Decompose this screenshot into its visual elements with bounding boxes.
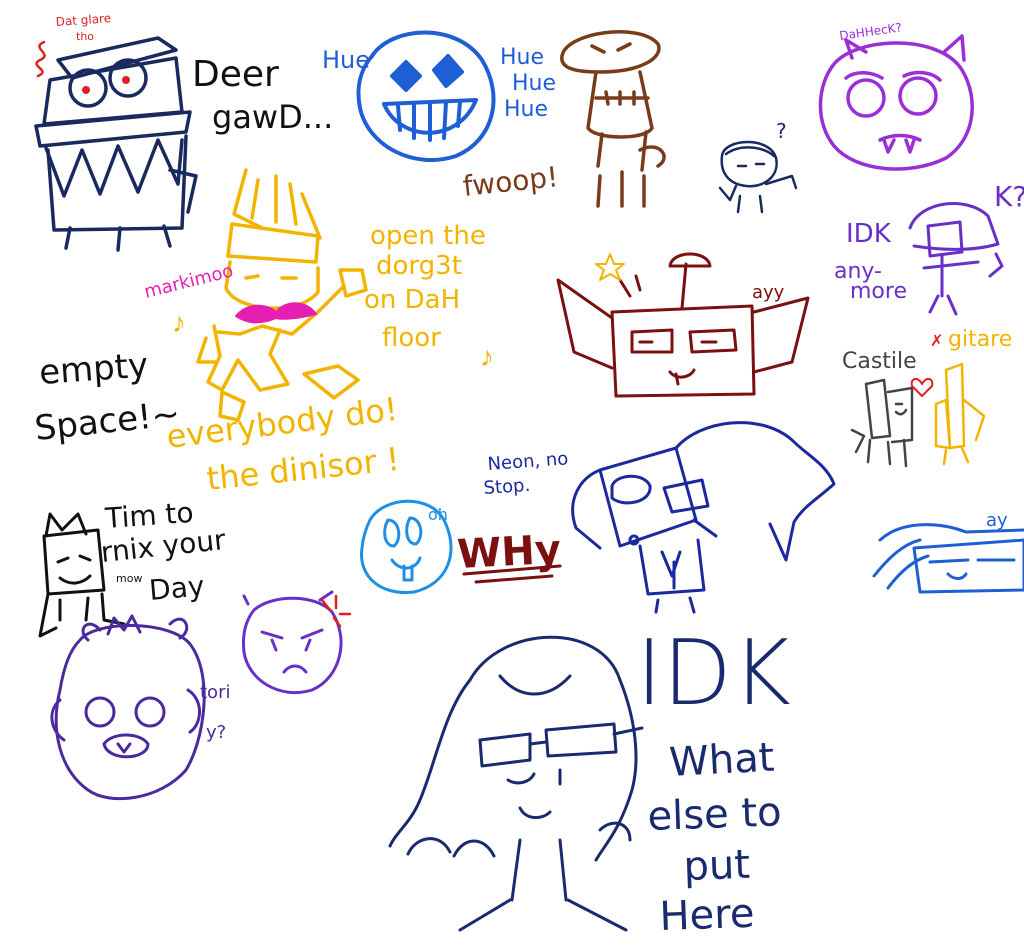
oh-text: oh	[428, 505, 448, 524]
neon-line-1-text: Neon, no	[487, 448, 569, 475]
hue-left-text: Hue	[322, 46, 370, 74]
violet-idk-figure-drawing	[908, 202, 1004, 316]
what-line-4-text: Here	[659, 891, 755, 940]
anger-squiggle-icon	[35, 40, 46, 78]
open-line-2-text: dorg3t	[376, 251, 462, 281]
what-line-3-text: put	[683, 842, 751, 890]
dahheck-text: DaHHecK?	[838, 20, 902, 43]
purple-goat-face-drawing	[818, 34, 974, 171]
castile-text: Castile	[842, 349, 917, 374]
anymore-2-text: more	[850, 279, 907, 304]
anymore-1-text: any-	[834, 259, 882, 284]
deer-text: Deer	[192, 54, 279, 95]
idk-small-text: IDK	[846, 219, 892, 249]
tim-line-3-text: Day	[148, 569, 206, 607]
tim-line-1-text: Tim to	[103, 496, 194, 535]
gitare-text: gitare	[948, 327, 1012, 352]
navy-glasses-girl-drawing	[388, 635, 644, 932]
small-navy-kid-drawing	[718, 140, 798, 214]
hue-right-3-text: Hue	[504, 97, 548, 122]
blue-grin-face-drawing	[356, 30, 496, 162]
monster-left-eye-icon	[82, 86, 90, 94]
tori-text: tori	[200, 682, 230, 703]
tori-question-text: y?	[206, 722, 226, 743]
tho-text: tho	[76, 30, 94, 43]
ayy-text: ayy	[752, 282, 785, 303]
gold-star-icon	[595, 253, 625, 281]
what-line-1-text: What	[668, 735, 775, 786]
gold-king-figure-drawing	[196, 168, 368, 422]
empty-line-1-text: empty	[38, 345, 150, 393]
why-underline-icon	[462, 564, 562, 584]
navy-boxy-monster-drawing	[34, 36, 198, 252]
everybody-line-2-text: the dinisor !	[205, 440, 401, 498]
red-anger-mark-icon	[320, 594, 352, 628]
magenta-mustache-icon	[235, 302, 317, 324]
gitare-figure-drawing	[934, 362, 986, 466]
castile-figure-drawing	[850, 378, 914, 468]
gawd-text: gawD...	[212, 98, 333, 136]
maroon-robot-box-drawing	[556, 252, 810, 398]
ay-text: ay	[986, 510, 1008, 531]
mow-text: mow	[116, 572, 142, 585]
purple-grumpy-face-drawing	[242, 590, 343, 695]
empty-line-2-text: Space!~	[33, 394, 182, 449]
x-mark-icon: ✗	[930, 333, 943, 350]
brown-mushroom-figure-drawing	[560, 30, 666, 208]
fwoop-text: fwoop!	[461, 160, 559, 203]
neon-line-2-text: Stop.	[483, 475, 531, 499]
open-line-1-text: open the	[370, 221, 486, 251]
idk-big-text: IDK	[636, 621, 791, 726]
open-line-3-text: on DaH	[364, 285, 460, 315]
blue-sleepy-figure-drawing	[872, 523, 1024, 594]
skyblue-oh-face-drawing	[360, 499, 453, 594]
dat-glare-text: Dat glare	[55, 11, 111, 29]
hue-right-2-text: Hue	[512, 71, 556, 96]
neon-figure-drawing	[571, 421, 836, 614]
red-heart-icon	[910, 378, 934, 397]
music-note-1-icon: ♪	[172, 308, 186, 339]
monster-right-eye-icon	[122, 76, 130, 84]
markimoo-text: markimoo	[142, 260, 235, 302]
k-question-text: K?	[994, 180, 1024, 213]
question-mark-text: ?	[776, 119, 787, 143]
music-note-2-icon: ♪	[480, 342, 494, 373]
open-line-4-text: floor	[382, 323, 441, 353]
hue-right-1-text: Hue	[500, 45, 544, 70]
what-line-2-text: else to	[647, 789, 783, 840]
purple-horned-girl-drawing	[50, 614, 206, 801]
